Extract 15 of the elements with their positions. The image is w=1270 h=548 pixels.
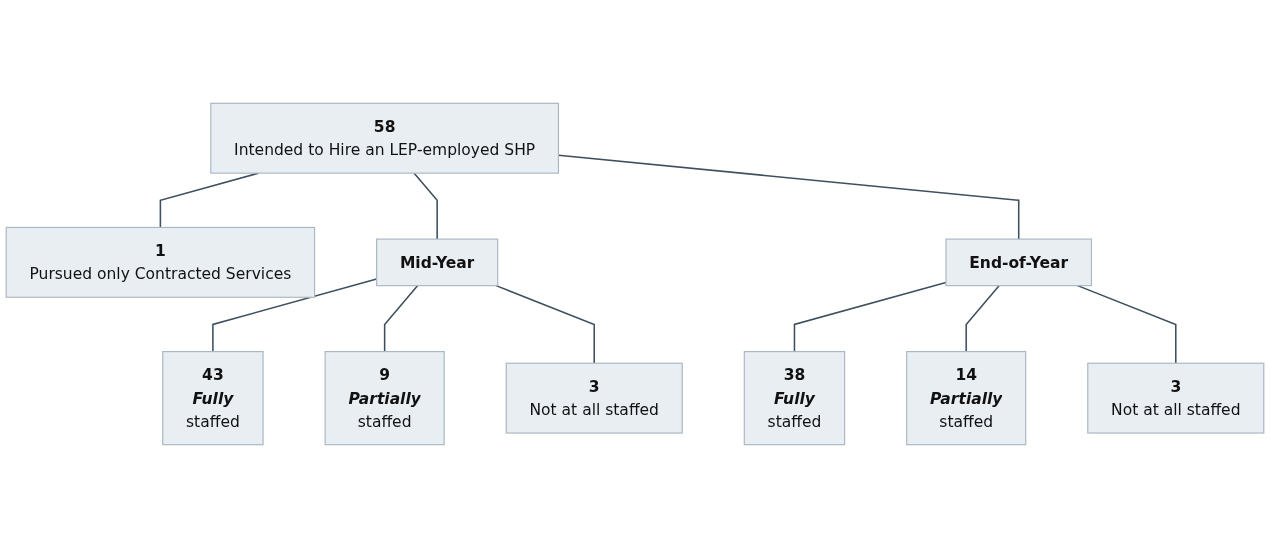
connector [383, 284, 419, 353]
node-box: 1 Pursued only Contracted Services [5, 226, 316, 298]
node-box: 14 Partially staffed [906, 351, 1027, 446]
node-box: 9 Partially staffed [324, 351, 445, 446]
node-box: 43 Fully staffed [162, 351, 264, 446]
connector [413, 172, 438, 240]
node-box: End-of-Year [945, 238, 1093, 287]
node-box: 3 Not at all staffed [505, 362, 683, 434]
connector [965, 284, 1000, 353]
node-box: 58 Intended to Hire an LEP-employed SHP [210, 102, 560, 174]
node-box: Mid-Year [376, 238, 499, 287]
connector [1076, 284, 1177, 364]
node-box: 38 Fully staffed [743, 351, 846, 446]
node-box: 3 Not at all staffed [1087, 362, 1265, 434]
connector [495, 284, 595, 364]
